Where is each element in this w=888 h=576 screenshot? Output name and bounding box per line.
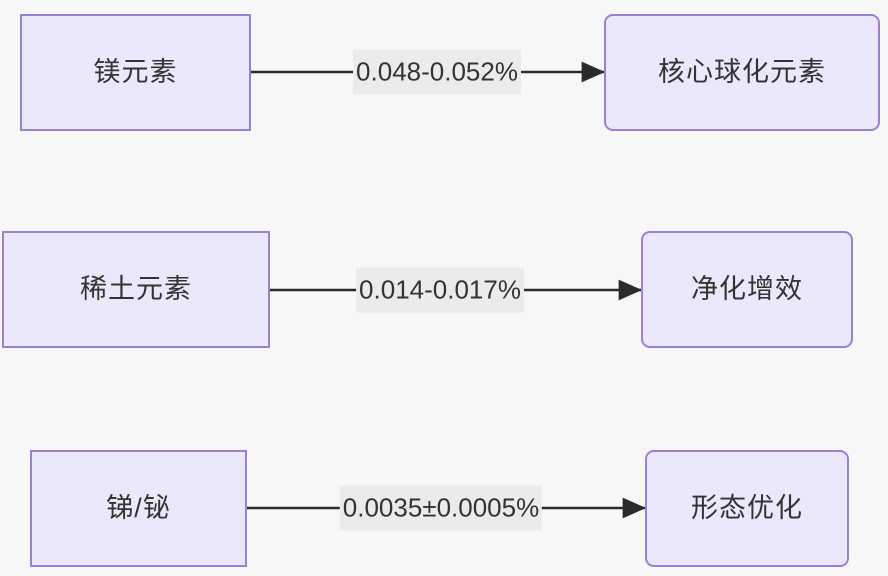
node-label: 稀土元素 xyxy=(80,274,192,304)
diagram-node-n1[interactable]: 镁元素 xyxy=(20,14,251,131)
diagram-node-n6[interactable]: 形态优化 xyxy=(645,450,849,567)
diagram-node-n3[interactable]: 稀土元素 xyxy=(2,231,270,348)
edge-label-e2: 0.014-0.017% xyxy=(356,267,524,313)
diagram-node-n5[interactable]: 锑/铋 xyxy=(30,450,247,567)
node-label: 锑/铋 xyxy=(106,493,171,523)
diagram-node-n4[interactable]: 净化增效 xyxy=(641,231,853,348)
node-label: 净化增效 xyxy=(691,274,803,304)
diagram-node-n2[interactable]: 核心球化元素 xyxy=(604,14,880,131)
node-label: 核心球化元素 xyxy=(658,57,826,87)
edge-label-e3: 0.0035±0.0005% xyxy=(339,485,543,531)
node-label: 形态优化 xyxy=(691,493,803,523)
node-label: 镁元素 xyxy=(93,57,178,87)
edge-label-e1: 0.048-0.052% xyxy=(353,49,521,95)
